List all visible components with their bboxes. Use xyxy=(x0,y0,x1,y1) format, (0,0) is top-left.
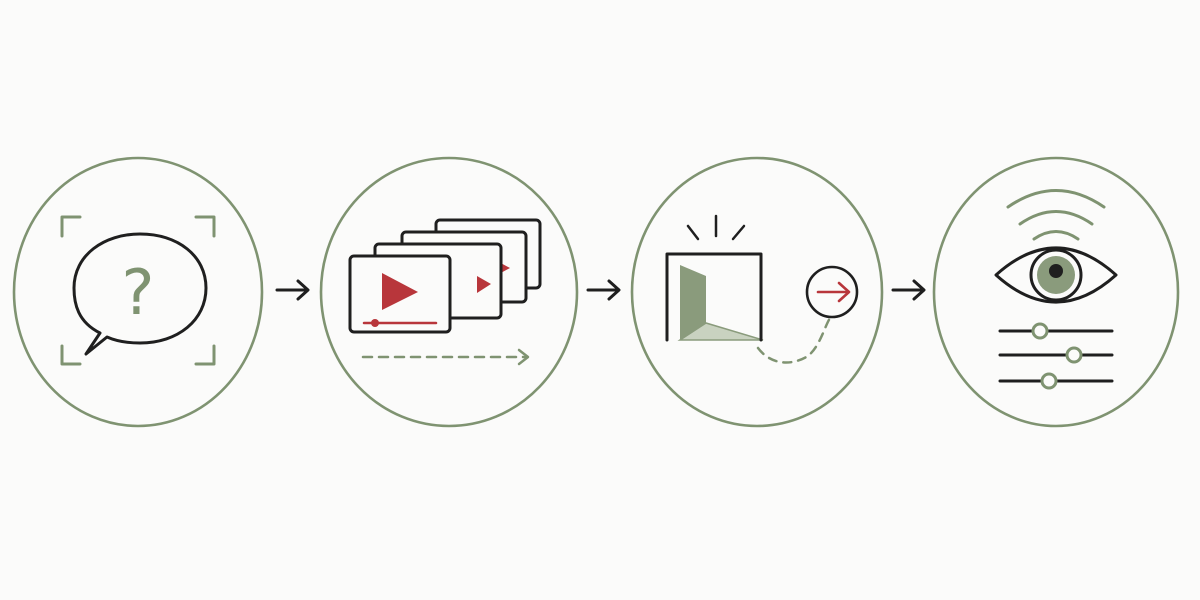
dashed-forward-arrow-icon xyxy=(361,348,530,366)
right-arrow-icon xyxy=(275,279,310,301)
eye-pupil xyxy=(1049,264,1063,278)
door-frame xyxy=(665,252,763,342)
step-video-sequence xyxy=(319,156,579,428)
light-rays xyxy=(686,214,746,241)
dashed-path xyxy=(756,316,832,364)
step-question-circle xyxy=(12,156,264,428)
question-mark: ? xyxy=(122,256,155,329)
right-arrow-icon xyxy=(586,279,621,301)
open-door-exit-icon xyxy=(665,214,764,342)
slider-knob-1 xyxy=(1031,322,1049,340)
slider-knob-2 xyxy=(1065,346,1083,364)
right-arrow-icon xyxy=(891,279,926,301)
exit-arrow-circle-icon xyxy=(805,265,859,319)
step-exit-circle xyxy=(630,156,884,428)
stacked-video-frames-icon xyxy=(348,218,542,334)
step-observe-adjust-circle xyxy=(932,156,1180,428)
focus-frame-corners-icon xyxy=(60,215,216,366)
video-progress-bar xyxy=(362,319,438,327)
slider-knob-3 xyxy=(1040,372,1058,390)
signal-waves-icon xyxy=(1006,189,1106,241)
question-speech-bubble-icon: ? xyxy=(72,232,208,356)
adjustment-sliders-icon xyxy=(998,322,1114,390)
play-icon xyxy=(382,273,418,310)
step-video-sequence-circle xyxy=(319,156,579,428)
eye-icon xyxy=(994,246,1118,304)
step-question: ? xyxy=(12,156,264,428)
step-observe-adjust xyxy=(932,156,1180,428)
step-exit xyxy=(630,156,884,428)
door-panel xyxy=(680,265,706,340)
